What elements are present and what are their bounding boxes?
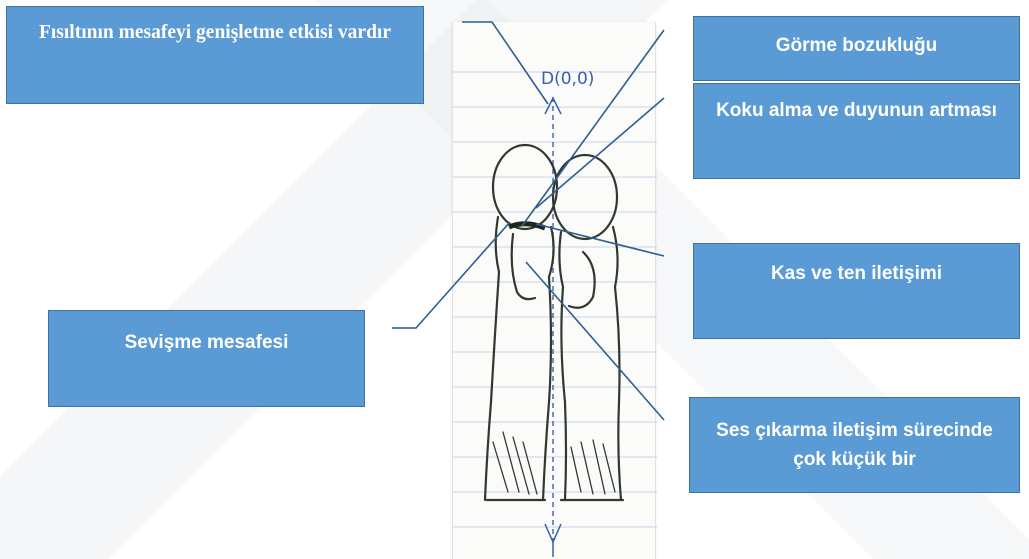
- sketch-photo: D(0,0): [452, 22, 657, 559]
- callout-touch: Kas ve ten iletişimi: [693, 243, 1020, 339]
- sketch-top-label: D(0,0): [541, 69, 594, 89]
- callout-love-distance-text: Sevişme mesafesi: [124, 332, 289, 353]
- callout-vision: Görme bozukluğu: [693, 16, 1020, 81]
- sketch-drawing: D(0,0): [453, 69, 657, 557]
- contact-mark: [507, 221, 546, 231]
- callout-smell-hearing-text: Koku alma ve duyunun artması: [716, 100, 997, 121]
- callout-touch-text: Kas ve ten iletişimi: [770, 263, 943, 284]
- callout-vision-text: Görme bozukluğu: [775, 35, 938, 56]
- right-figure-sketch: [551, 153, 625, 502]
- callout-whisper: Fısıltının mesafeyi genişletme etkisi va…: [6, 6, 424, 104]
- callout-sound-text: Ses çıkarma iletişim sürecinde çok küçük…: [716, 420, 993, 471]
- callout-sound: Ses çıkarma iletişim sürecinde çok küçük…: [689, 397, 1020, 493]
- vertical-axis: [544, 96, 562, 557]
- leader-smell-hearing: [535, 97, 665, 209]
- leader-touch: [535, 223, 665, 257]
- leader-sound: [525, 261, 665, 421]
- callout-smell-hearing: Koku alma ve duyunun artması: [693, 83, 1020, 179]
- callout-whisper-text: Fısıltının mesafeyi genişletme etkisi va…: [38, 22, 392, 43]
- leader-love-distance: [392, 221, 511, 329]
- callout-love-distance: Sevişme mesafesi: [48, 310, 365, 407]
- left-figure-sketch: [483, 143, 559, 502]
- leader-whisper: [462, 21, 549, 105]
- leader-vision: [521, 29, 665, 227]
